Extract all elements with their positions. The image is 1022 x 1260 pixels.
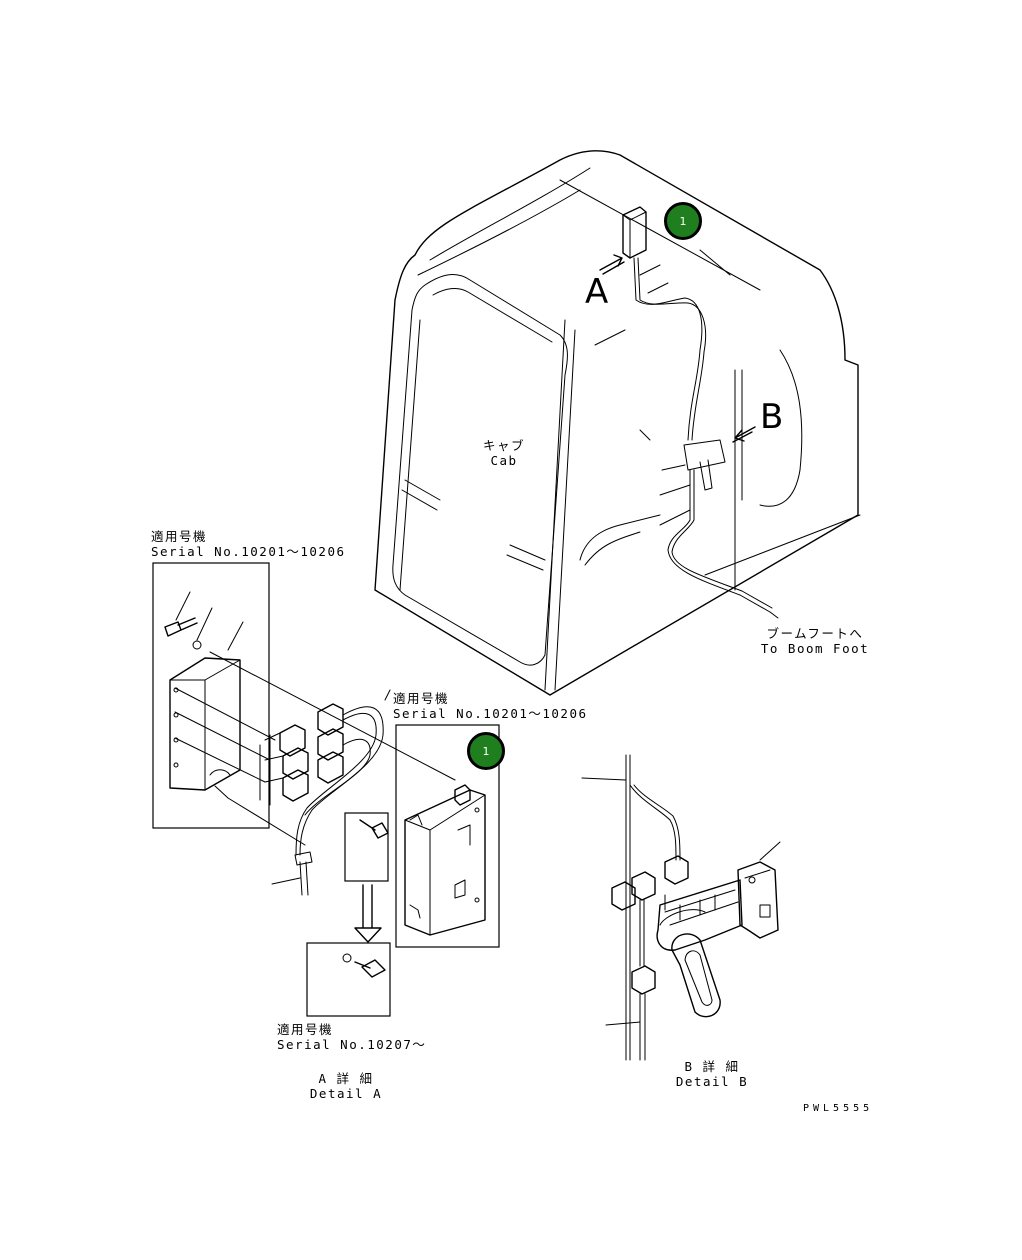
view-label-b: B (760, 397, 784, 437)
boom-foot-label-ja: ブームフートへ (766, 626, 864, 641)
serial-label-1: 適用号機 Serial No.10201～10206 (151, 529, 346, 559)
detail-b-title-en: Detail B (675, 1074, 749, 1089)
serial-label-2: 適用号機 Serial No.10201～10206 (393, 691, 588, 721)
detail-a-title-en: Detail A (309, 1086, 383, 1101)
detail-b-title-ja: B 詳 細 (684, 1059, 740, 1074)
detail-a-title: A 詳 細 Detail A (306, 1071, 386, 1101)
detail-b-parts (581, 754, 781, 1061)
serial-label-3: 適用号機 Serial No.10207～ (277, 1022, 426, 1052)
detail-a-box-1 (152, 562, 270, 829)
cab-outline (374, 150, 861, 696)
cab-harness (633, 257, 779, 619)
cab-label-en: Cab (490, 453, 518, 468)
serial-label-2-ja: 適用号機 (393, 691, 450, 706)
detail-b-title: B 詳 細 Detail B (672, 1059, 752, 1089)
cab-label: キャブ Cab (476, 438, 532, 468)
view-arrow-a (599, 254, 625, 275)
view-arrow-b (732, 426, 756, 443)
drawing-code: PWL5555 (803, 1103, 874, 1114)
view-label-a: A (585, 272, 609, 312)
callout-1-cab[interactable]: 1 (664, 202, 702, 240)
serial-label-2-en: Serial No.10201～10206 (393, 706, 588, 721)
serial-label-3-en: Serial No.10207～ (277, 1037, 427, 1052)
serial-label-1-ja: 適用号機 (151, 529, 208, 544)
detail-a-box-4 (306, 942, 391, 1017)
cab-control-box (622, 206, 647, 259)
serial-label-3-ja: 適用号機 (277, 1022, 334, 1037)
serial-label-1-en: Serial No.10201～10206 (151, 544, 346, 559)
detail-a-title-ja: A 詳 細 (318, 1071, 374, 1086)
boom-foot-label-en: To Boom Foot (760, 641, 870, 656)
cab-label-ja: キャブ (482, 438, 525, 453)
detail-a-parts (164, 591, 486, 978)
boom-foot-label: ブームフートへ To Boom Foot (755, 626, 875, 656)
callout-1-detail-a[interactable]: 1 (467, 732, 505, 770)
